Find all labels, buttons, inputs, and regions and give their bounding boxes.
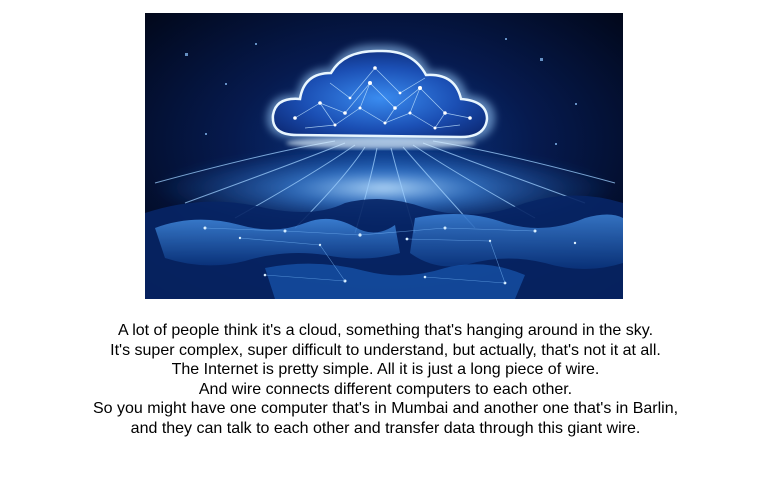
caption-text: A lot of people think it's a cloud, some… (0, 321, 771, 438)
caption-line: So you might have one computer that's in… (92, 400, 679, 417)
caption-line: It's super complex, super difficult to u… (110, 341, 661, 359)
cloud-network-icon (145, 13, 623, 299)
caption-line: And wire connects different computers to… (198, 380, 573, 398)
caption-line: The Internet is pretty simple. All it is… (171, 361, 600, 378)
caption-line: A lot of people think it's a cloud, some… (117, 322, 654, 339)
cloud-network-image (145, 13, 623, 299)
caption-line: and they can talk to each other and tran… (130, 419, 641, 437)
